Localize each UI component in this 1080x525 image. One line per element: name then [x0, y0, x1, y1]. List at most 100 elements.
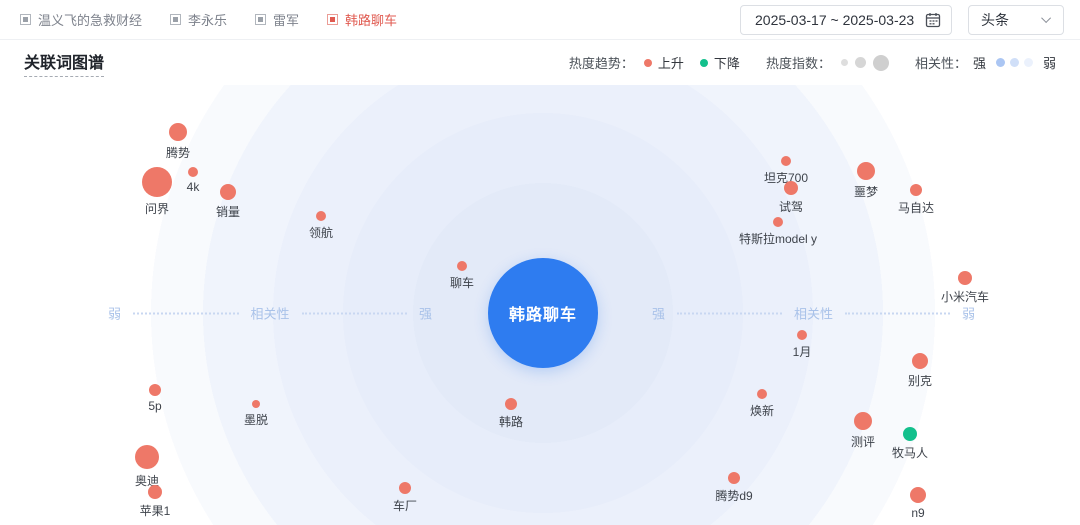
- correlation-legend-label: 相关性：: [914, 56, 967, 71]
- heat-index-label: 热度指数：: [765, 56, 831, 71]
- channel-select-value: 头条: [981, 11, 1009, 28]
- keyword-bubble[interactable]: [505, 398, 517, 410]
- axis-dotted-line: [677, 312, 782, 314]
- tab-label: 温义飞的急救财经: [38, 13, 143, 28]
- top-bar: 温义飞的急救财经 李永乐 雷军 韩路聊车 2025-03-17 ~ 2025-03-2…: [0, 0, 1080, 40]
- trend-down-label: 下降: [713, 56, 740, 71]
- keyword-bubble[interactable]: [169, 123, 187, 141]
- keyword-label: 4k: [186, 180, 200, 194]
- heat-index-medium-circle-icon: [854, 57, 866, 68]
- axis-label: 强: [652, 306, 666, 322]
- keyword-label: n9: [911, 506, 925, 520]
- trend-legend-label: 热度趋势：: [568, 56, 634, 71]
- keyword-bubble[interactable]: [912, 353, 928, 369]
- axis-label: 强: [419, 306, 433, 322]
- keyword-label: 马自达: [897, 201, 935, 215]
- calendar-icon: [925, 12, 941, 27]
- page-title: 关联词图谱: [24, 49, 105, 77]
- keyword-label: 5p: [148, 399, 162, 413]
- keyword-bubble[interactable]: [399, 482, 411, 494]
- keyword-bubble[interactable]: [316, 211, 326, 221]
- axis-label: 相关性: [250, 306, 290, 322]
- keyword-bubble[interactable]: [903, 427, 917, 441]
- tab-label: 韩路聊车: [345, 13, 398, 28]
- down-trend-dot-icon: [699, 58, 708, 67]
- keyword-label: 1月: [792, 345, 812, 359]
- axis-dotted-line: [301, 312, 407, 314]
- date-range-picker[interactable]: 2025-03-17 ~ 2025-03-23: [740, 4, 952, 35]
- keyword-bubble[interactable]: [457, 261, 467, 271]
- tab-温义飞的急救财经[interactable]: 温义飞的急救财经: [20, 10, 142, 29]
- keyword-bubble[interactable]: [135, 445, 159, 469]
- keyword-label: 韩路: [498, 415, 524, 429]
- channel-select[interactable]: 头条: [968, 4, 1064, 35]
- axis-dotted-line: [845, 312, 950, 314]
- center-bubble[interactable]: 韩路聊车: [488, 258, 598, 368]
- keyword-bubble[interactable]: [854, 412, 872, 430]
- legend-square-icon: [327, 14, 339, 25]
- heat-index-small-circle-icon: [840, 59, 848, 66]
- keyword-bubble[interactable]: [910, 184, 922, 196]
- keyword-bubble[interactable]: [958, 271, 972, 285]
- bubble-chart: 韩路聊车 弱 相关性 强 强 相关性 弱 腾势 4k 问界 销量领航聊车 坦克700 试驾 噩梦马自达特…: [0, 85, 1080, 525]
- legend-square-icon: [170, 14, 182, 25]
- keyword-label: 问界: [144, 202, 170, 216]
- keyword-label: 小米汽车: [940, 290, 990, 304]
- keyword-label: 领航: [308, 226, 334, 240]
- keyword-bubble[interactable]: [757, 389, 767, 399]
- keyword-label: 腾势: [165, 146, 191, 160]
- tab-李永乐[interactable]: 李永乐: [170, 10, 227, 29]
- keyword-bubble[interactable]: [857, 162, 875, 180]
- keyword-bubble[interactable]: [910, 487, 926, 503]
- keyword-bubble[interactable]: [773, 217, 783, 227]
- keyword-label: 测评: [850, 435, 876, 449]
- keyword-bubble[interactable]: [781, 156, 791, 166]
- keyword-label: 特斯拉model y: [738, 232, 818, 246]
- keyword-label: 腾势d9: [715, 489, 753, 503]
- chevron-down-icon: [1041, 13, 1052, 24]
- keyword-bubble[interactable]: [784, 181, 798, 195]
- keyword-label: 坦克700: [763, 171, 809, 185]
- keyword-bubble[interactable]: [797, 330, 807, 340]
- correlation-strong-label: 强: [972, 56, 986, 71]
- legend-square-icon: [255, 14, 267, 25]
- axis-label: 相关性: [794, 306, 834, 322]
- tab-label: 雷军: [273, 13, 300, 28]
- keyword-bubble[interactable]: [252, 400, 260, 408]
- tab-雷军[interactable]: 雷军: [255, 10, 299, 29]
- keyword-label: 销量: [215, 205, 241, 219]
- keyword-label: 车厂: [392, 499, 418, 513]
- top-controls: 2025-03-17 ~ 2025-03-23 头条: [740, 4, 1064, 35]
- keyword-label: 苹果1: [139, 504, 171, 518]
- section-header: 关联词图谱 热度趋势： 上升 下降 热度指数： 相关性： 强 弱: [0, 40, 1080, 85]
- keyword-label: 别克: [907, 374, 933, 388]
- axis-label: 弱: [962, 306, 976, 322]
- channel-tabs: 温义飞的急救财经 李永乐 雷军 韩路聊车: [20, 10, 397, 29]
- keyword-label: 牧马人: [891, 446, 929, 460]
- up-trend-dot-icon: [643, 58, 652, 67]
- axis-label: 弱: [108, 306, 122, 322]
- keyword-label: 试驾: [778, 200, 804, 214]
- correlation-axis-left: 弱 相关性 强: [108, 304, 432, 323]
- legend-square-icon: [20, 14, 31, 25]
- keyword-bubble[interactable]: [142, 167, 172, 197]
- correlation-fade-dot-icon: [1023, 58, 1033, 67]
- keyword-label: 聊车: [449, 276, 475, 290]
- keyword-label: 奥迪: [134, 474, 160, 488]
- chart-legend: 热度趋势： 上升 下降 热度指数： 相关性： 强 弱: [569, 53, 1056, 72]
- keyword-label: 墨脱: [243, 413, 269, 427]
- tab-韩路聊车[interactable]: 韩路聊车: [327, 10, 397, 29]
- keyword-bubble[interactable]: [188, 167, 198, 177]
- correlation-fade-dot-icon: [1009, 58, 1019, 67]
- keyword-bubble[interactable]: [148, 485, 162, 499]
- keyword-bubble[interactable]: [149, 384, 161, 396]
- keyword-bubble[interactable]: [220, 184, 236, 200]
- keyword-label: 噩梦: [853, 185, 879, 199]
- date-range-value: 2025-03-17 ~ 2025-03-23: [755, 11, 915, 28]
- keyword-bubble[interactable]: [728, 472, 740, 484]
- tab-label: 李永乐: [188, 13, 228, 28]
- center-bubble-label: 韩路聊车: [508, 307, 577, 324]
- keyword-label: 焕新: [749, 404, 775, 418]
- correlation-weak-label: 弱: [1042, 56, 1056, 71]
- correlation-axis-right: 强 相关性 弱: [652, 304, 975, 323]
